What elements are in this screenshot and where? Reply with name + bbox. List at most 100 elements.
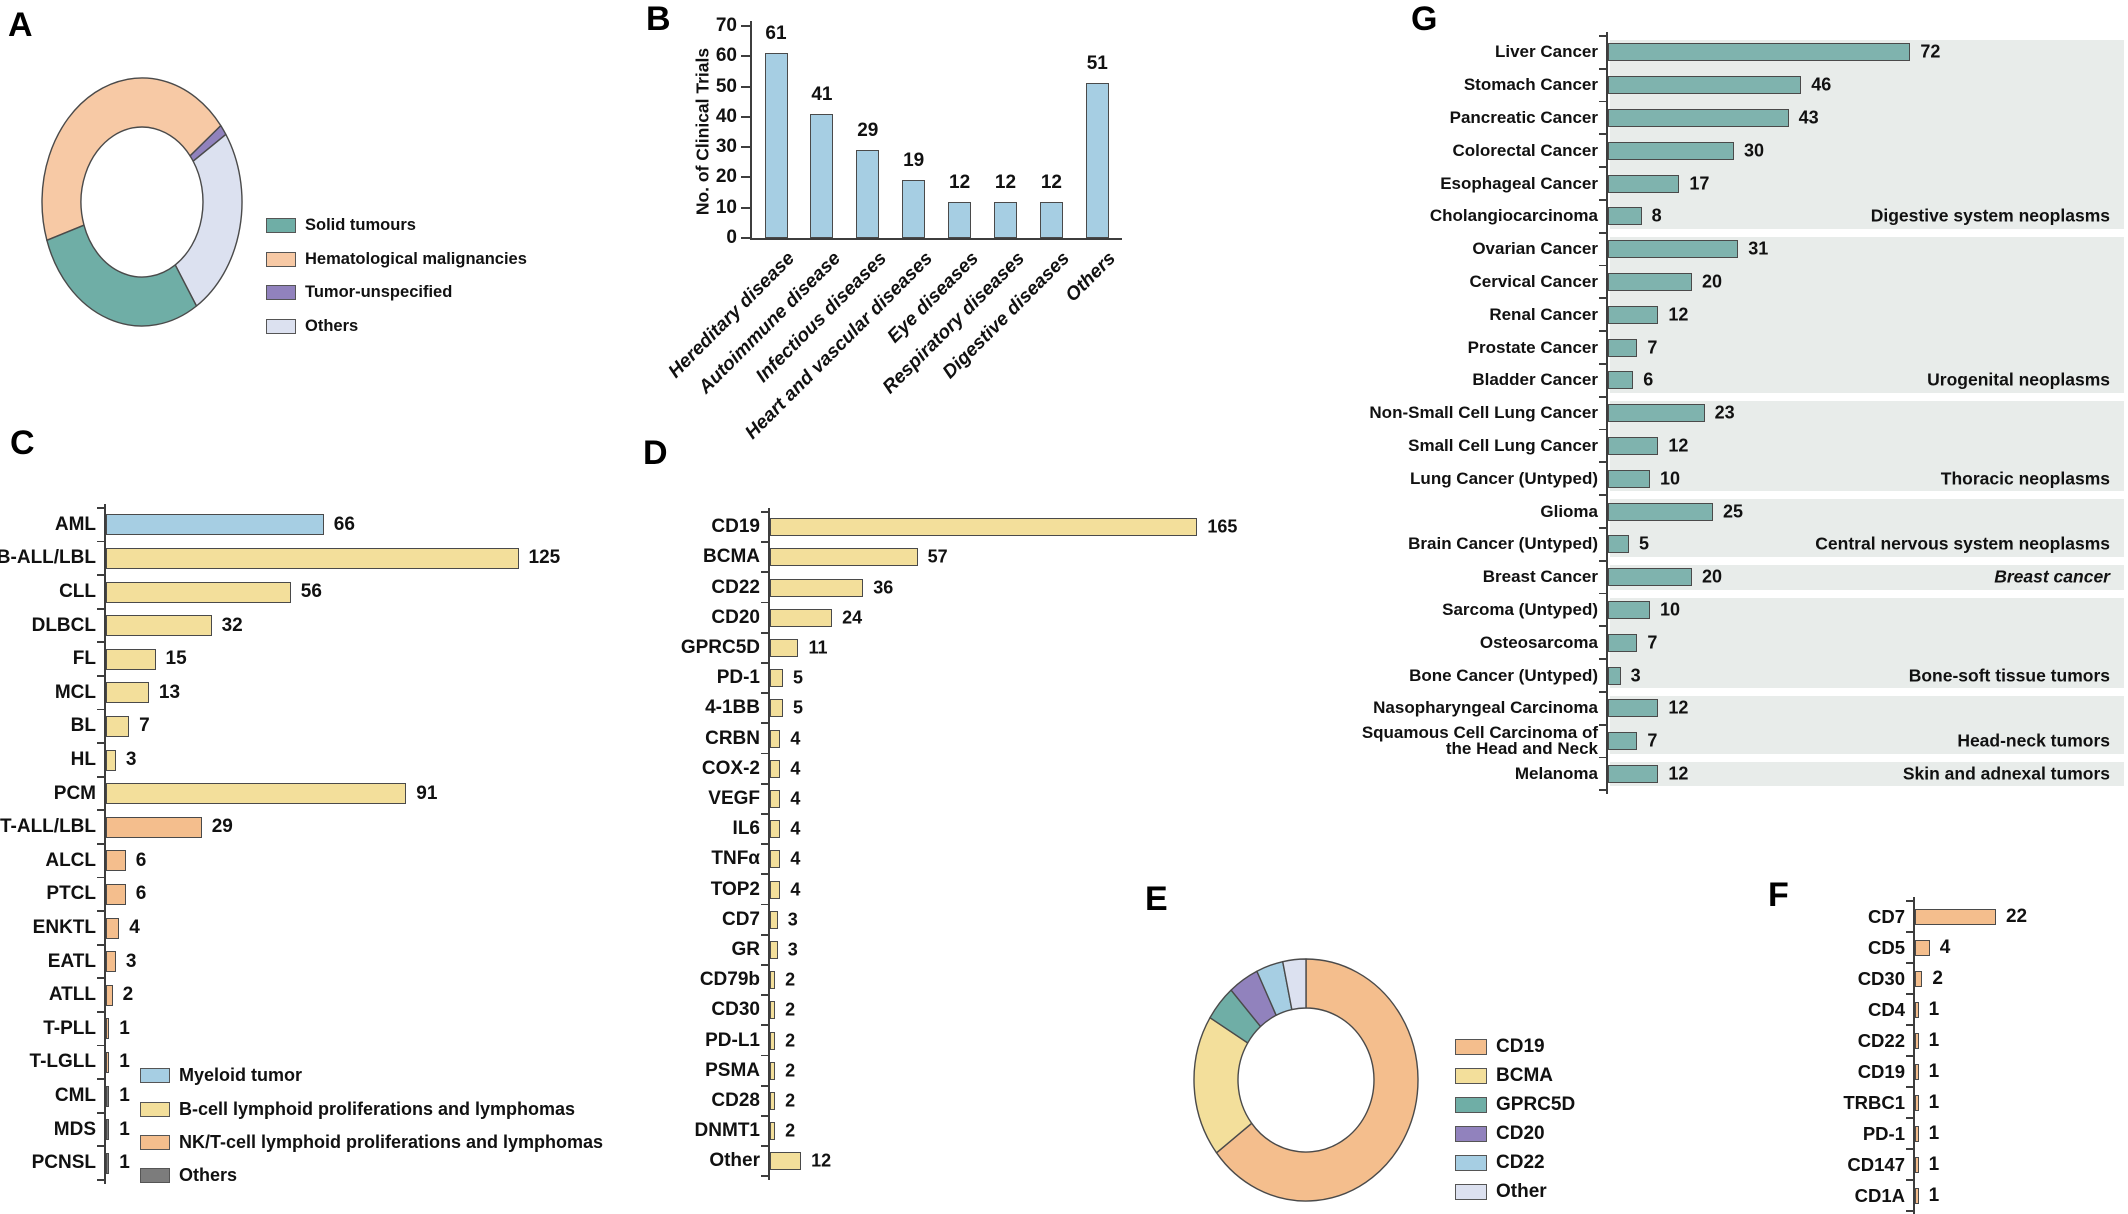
value-TOP2: 4 bbox=[790, 879, 801, 899]
axis-tick bbox=[1599, 395, 1607, 398]
category-label-Other: Other bbox=[709, 1150, 760, 1172]
legend-label-B-cell lymphoid proliferations and lymphomas: B-cell lymphoid proliferations and lymph… bbox=[179, 1098, 576, 1119]
x-tick-label-Hereditary disease: Hereditary disease bbox=[664, 248, 799, 383]
value-MDS: 1 bbox=[119, 1118, 130, 1140]
axis-tick bbox=[761, 1175, 769, 1178]
bar-Colorectal Cancer bbox=[1608, 141, 1734, 160]
legend-swatch-B-cell lymphoid proliferations and lymphomas bbox=[140, 1101, 170, 1117]
category-label-T-LGLL: T-LGLL bbox=[29, 1051, 96, 1073]
y-tick-label-70: 70 bbox=[715, 14, 737, 36]
panel-label-e: E bbox=[1145, 880, 1168, 918]
value-Cervical Cancer: 20 bbox=[1702, 271, 1723, 292]
category-label-GPRC5D: GPRC5D bbox=[680, 636, 760, 658]
value-BCMA: 57 bbox=[927, 546, 948, 567]
bar-Autoimmune disease bbox=[810, 113, 834, 238]
legend-label-Tumor-unspecified: Tumor-unspecified bbox=[305, 283, 453, 302]
category-label-PCNSL: PCNSL bbox=[31, 1152, 96, 1174]
bar-CD19 bbox=[770, 518, 1198, 537]
bar-Stomach Cancer bbox=[1608, 76, 1802, 95]
value-Respiratory diseases: 12 bbox=[994, 171, 1017, 193]
group-band-Digestive system neoplasms bbox=[1610, 40, 2124, 229]
axis-tick bbox=[761, 994, 769, 996]
value-PCM: 91 bbox=[416, 782, 438, 804]
bar-PCM bbox=[106, 783, 407, 805]
category-label-CD7: CD7 bbox=[1867, 905, 1905, 927]
group-label-Head-neck tumors: Head-neck tumors bbox=[1957, 730, 2110, 751]
axis-tick bbox=[1599, 789, 1607, 792]
axis-tick bbox=[97, 641, 105, 644]
value-Esophageal Cancer: 17 bbox=[1689, 173, 1710, 194]
bar-CD7 bbox=[1915, 908, 1996, 925]
axis-tick bbox=[97, 775, 105, 778]
category-label-Glioma: Glioma bbox=[1540, 501, 1598, 521]
category-label-Cholangiocarcinoma: Cholangiocarcinoma bbox=[1429, 206, 1598, 226]
category-label-MDS: MDS bbox=[53, 1118, 96, 1140]
value-T-LGLL: 1 bbox=[119, 1051, 130, 1073]
value-PD-1: 1 bbox=[1928, 1122, 1940, 1144]
legend-item-B-cell lymphoid proliferations and lymphomas: B-cell lymphoid proliferations and lymph… bbox=[140, 1092, 575, 1125]
bar-CD1A bbox=[1915, 1187, 1919, 1204]
value-PD-L1: 2 bbox=[785, 1030, 796, 1050]
group-label-Thoracic neoplasms: Thoracic neoplasms bbox=[1940, 468, 2110, 489]
bar-GR bbox=[770, 940, 778, 959]
y-axis-line bbox=[750, 20, 753, 238]
donut-slice-Others bbox=[174, 133, 243, 307]
category-label-CD28: CD28 bbox=[711, 1089, 760, 1111]
axis-tick bbox=[97, 507, 105, 509]
category-label-Esophageal Cancer: Esophageal Cancer bbox=[1440, 173, 1598, 193]
value-Non-Small Cell Lung Cancer: 23 bbox=[1714, 402, 1735, 423]
category-label-IL6: IL6 bbox=[732, 818, 760, 840]
category-label-CD79b: CD79b bbox=[699, 969, 760, 991]
category-label-Squamous Cell Carcinoma of the Head and Neck: Squamous Cell Carcinoma of the Head and … bbox=[1361, 723, 1598, 759]
bar-Lung Cancer (Untyped) bbox=[1608, 469, 1650, 488]
bar-ATLL bbox=[106, 984, 113, 1006]
legend-item-Tumor-unspecified: Tumor-unspecified bbox=[266, 276, 452, 310]
value-B-ALL/LBL: 125 bbox=[528, 547, 561, 569]
category-label-Pancreatic Cancer: Pancreatic Cancer bbox=[1449, 107, 1598, 127]
value-Small Cell Lung Cancer: 12 bbox=[1668, 435, 1689, 456]
x-tick-label-Heart and vascular diseases: Heart and vascular diseases bbox=[740, 248, 937, 444]
axis-tick bbox=[1599, 592, 1607, 595]
axis-tick bbox=[97, 540, 105, 543]
axis-tick bbox=[97, 977, 105, 980]
axis-tick bbox=[1599, 494, 1607, 496]
bar-HL bbox=[106, 749, 116, 771]
y-axis-tick bbox=[741, 24, 750, 27]
category-label-PD-1: PD-1 bbox=[716, 667, 760, 689]
value-CD19: 165 bbox=[1207, 516, 1238, 537]
bar-Digestive diseases bbox=[1039, 201, 1063, 238]
value-4-1BB: 5 bbox=[792, 697, 803, 718]
axis-tick bbox=[1906, 1086, 1914, 1088]
axis-tick bbox=[1906, 962, 1914, 964]
category-label-GR: GR bbox=[731, 938, 761, 960]
category-label-EATL: EATL bbox=[47, 950, 96, 972]
legend-item-CD19: CD19 bbox=[1455, 1032, 1545, 1061]
group-band-Thoracic neoplasms bbox=[1610, 400, 2124, 492]
legend-item-NK/T-cell lymphoid proliferations and lymphomas: NK/T-cell lymphoid proliferations and ly… bbox=[140, 1126, 603, 1159]
value-COX-2: 4 bbox=[790, 758, 801, 779]
value-GPRC5D: 11 bbox=[808, 637, 828, 658]
group-band-Urogenital neoplasms bbox=[1610, 236, 2124, 393]
y-tick-label-50: 50 bbox=[715, 75, 737, 97]
axis-tick bbox=[97, 708, 105, 711]
bar-Eye diseases bbox=[948, 201, 972, 238]
axis-tick bbox=[1599, 428, 1607, 431]
bar-Others bbox=[1085, 83, 1109, 238]
axis-tick bbox=[1906, 1148, 1914, 1150]
value-TNFα: 4 bbox=[790, 848, 801, 869]
legend-label-Others: Others bbox=[179, 1165, 238, 1186]
x-tick-label-Respiratory diseases: Respiratory diseases bbox=[878, 248, 1029, 399]
bar-Glioma bbox=[1608, 502, 1713, 521]
category-label-PSMA: PSMA bbox=[705, 1059, 760, 1081]
bar-Melanoma bbox=[1608, 765, 1659, 783]
category-label-4-1BB: 4-1BB bbox=[705, 697, 760, 719]
value-Brain Cancer (Untyped): 5 bbox=[1639, 533, 1650, 554]
category-label-CD4: CD4 bbox=[1867, 998, 1905, 1020]
bar-PCNSL bbox=[106, 1152, 110, 1174]
axis-tick bbox=[761, 1115, 769, 1117]
axis-tick bbox=[761, 662, 769, 664]
